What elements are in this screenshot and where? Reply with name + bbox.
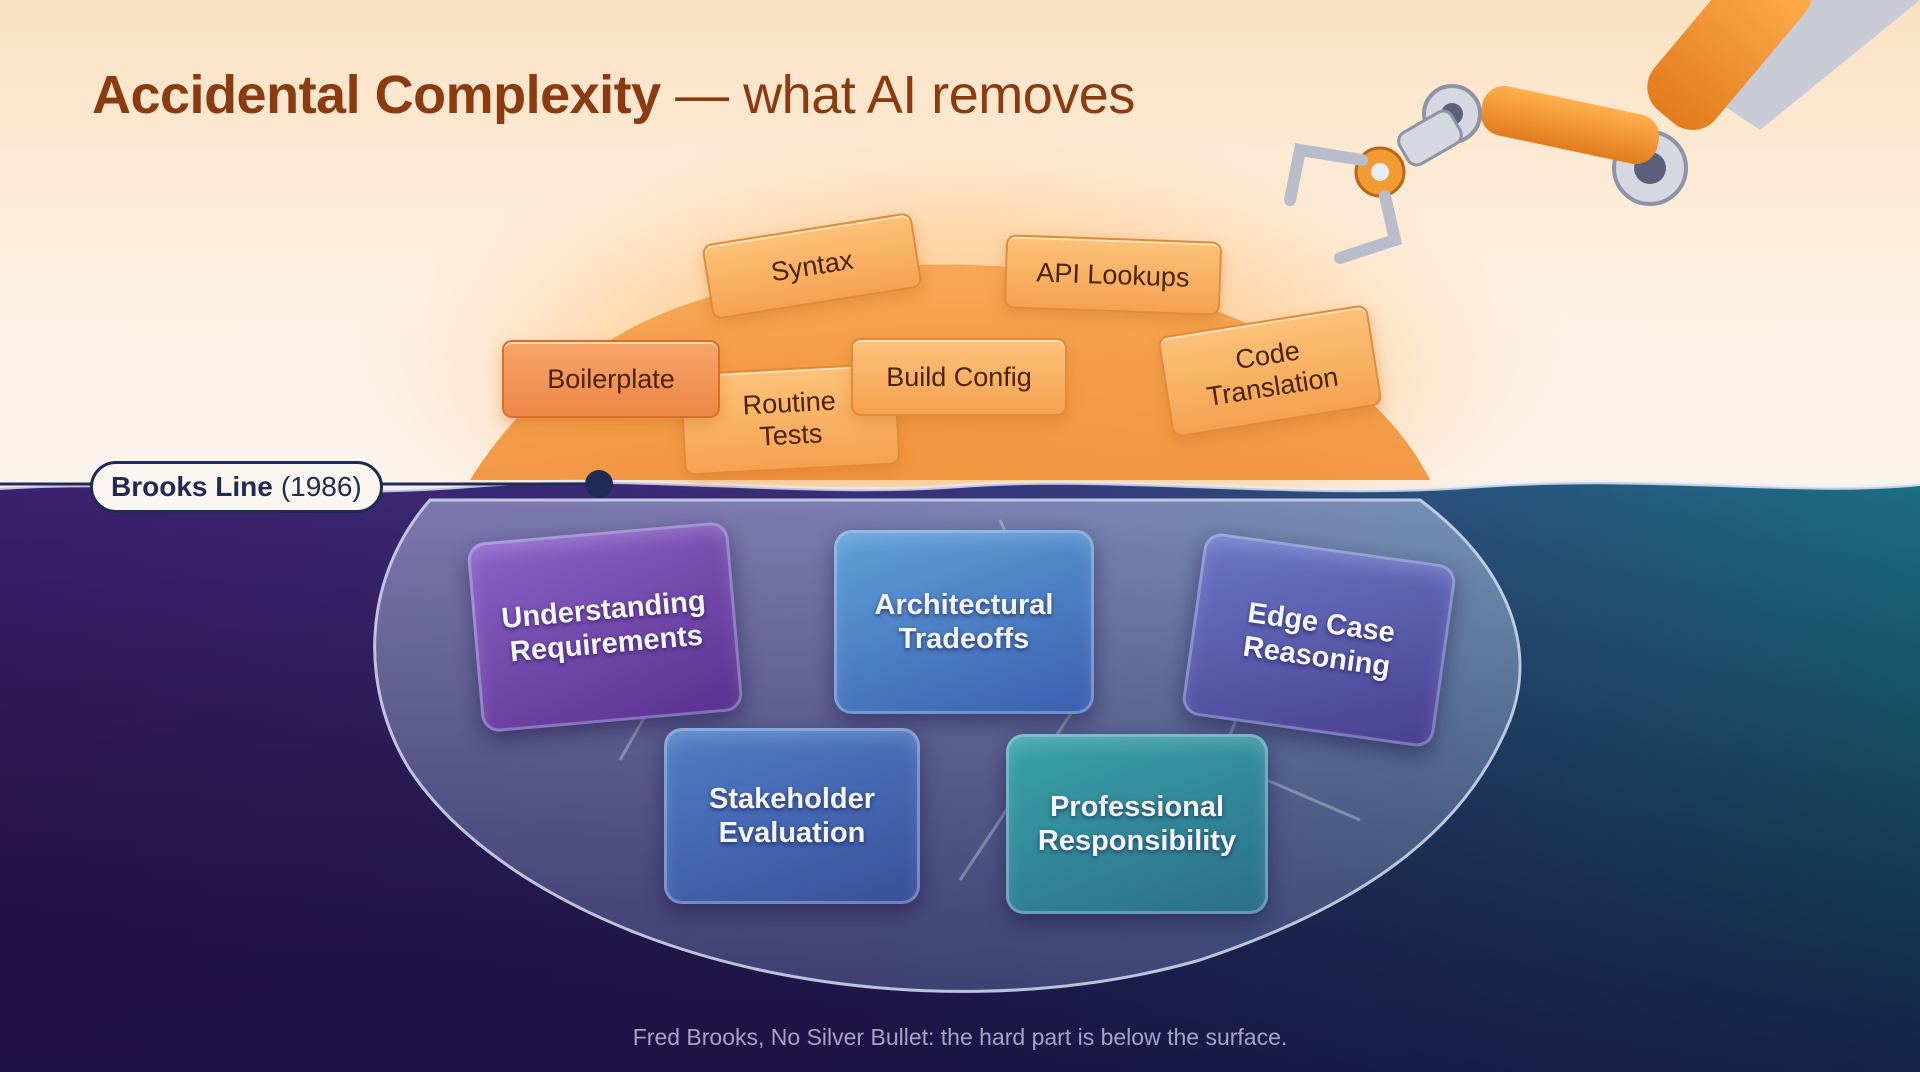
caption: Fred Brooks, No Silver Bullet: the hard …	[632, 1024, 1288, 1050]
card-boilerplate: Boilerplate	[502, 340, 720, 418]
brooks-label: Brooks Line	[111, 471, 273, 502]
brooks-line-marker	[585, 470, 613, 498]
slide-title: Accidental Complexity — what AI removes	[92, 64, 1135, 126]
block-professional-responsibility: Professional Responsibility	[1006, 734, 1268, 914]
block-stakeholder-evaluation: Stakeholder Evaluation	[664, 728, 920, 904]
brooks-year: (1986)	[280, 471, 362, 502]
robot-arm-icon	[1284, 0, 1920, 264]
title-bold: Accidental Complexity	[92, 65, 661, 125]
block-edge-case-reasoning: Edge Case Reasoning	[1180, 531, 1458, 749]
block-architectural-tradeoffs: Architectural Tradeoffs	[834, 530, 1094, 714]
card-build-config: Build Config	[851, 338, 1067, 416]
brooks-line-label: Brooks Line(1986)	[90, 461, 383, 513]
card-api-lookups: API Lookups	[1003, 234, 1223, 316]
block-understanding-requirements: Understanding Requirements	[466, 520, 744, 734]
title-rest: — what AI removes	[660, 65, 1135, 125]
